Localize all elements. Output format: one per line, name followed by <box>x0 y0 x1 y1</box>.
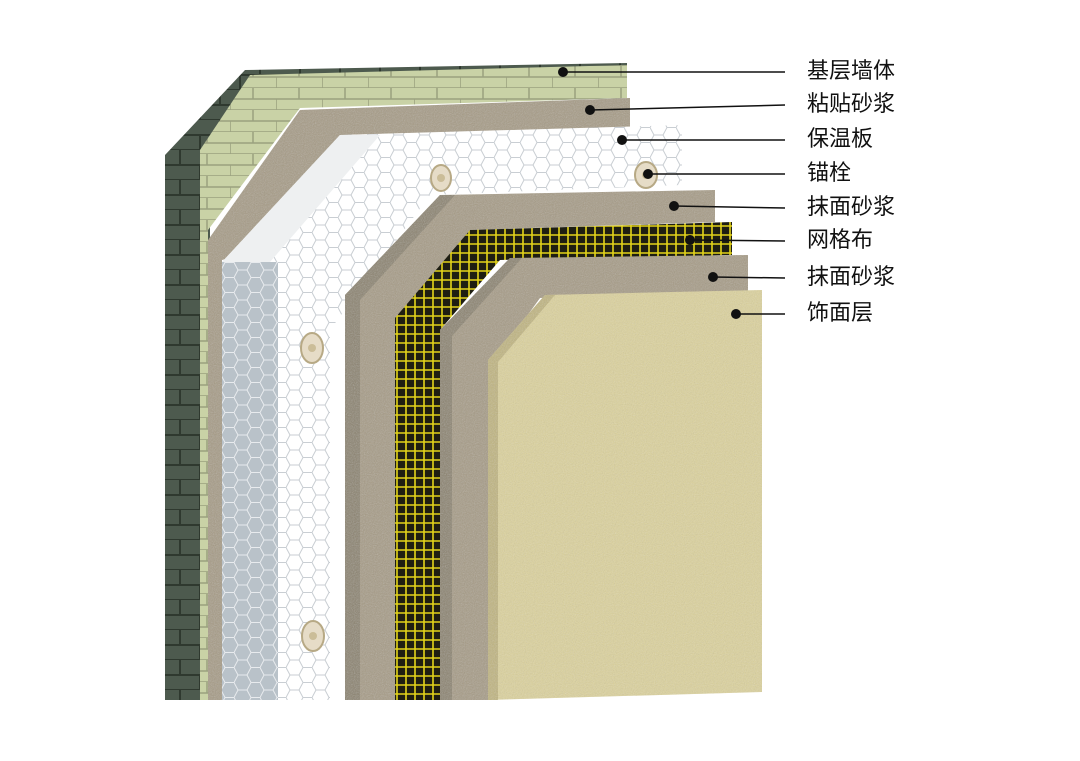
mesh-cloth-layer <box>395 222 732 700</box>
plaster-mortar-1-layer <box>345 190 715 700</box>
label-plaster-mortar-2: 抹面砂浆 <box>807 265 896 290</box>
base-wall-layer <box>165 63 627 700</box>
anchor-marker <box>300 332 324 364</box>
leader-lines <box>558 67 786 319</box>
plaster-mortar-2-layer <box>440 255 748 700</box>
leader-dot-plaster-mortar-1 <box>669 201 679 211</box>
leader-dot-adhesive-mortar <box>585 105 595 115</box>
leader-dot-plaster-mortar-2 <box>708 272 718 282</box>
leader-line-mesh-cloth <box>689 239 786 242</box>
label-finish-layer: 饰面层 <box>807 301 874 326</box>
label-insulation-board: 保温板 <box>807 127 874 152</box>
label-adhesive-mortar: 粘贴砂浆 <box>807 92 896 117</box>
label-base-wall: 基层墙体 <box>807 59 896 84</box>
leader-dot-insulation-board <box>617 135 627 145</box>
leader-line-adhesive-mortar <box>589 104 786 111</box>
finish-layer <box>488 290 762 700</box>
leader-line-plaster-mortar-1 <box>673 205 786 209</box>
leader-dot-finish-layer <box>731 309 741 319</box>
leader-dot-mesh-cloth <box>685 235 695 245</box>
anchor-marker <box>430 164 452 192</box>
leader-dot-base-wall <box>558 67 568 77</box>
leader-dot-anchor <box>643 169 653 179</box>
leader-line-plaster-mortar-2 <box>712 276 786 279</box>
anchor-marker <box>301 620 325 652</box>
label-mesh-cloth: 网格布 <box>807 228 874 253</box>
label-plaster-mortar-1: 抹面砂浆 <box>807 195 896 220</box>
insulation-board-layer <box>222 125 682 700</box>
label-anchor: 锚栓 <box>807 161 852 186</box>
